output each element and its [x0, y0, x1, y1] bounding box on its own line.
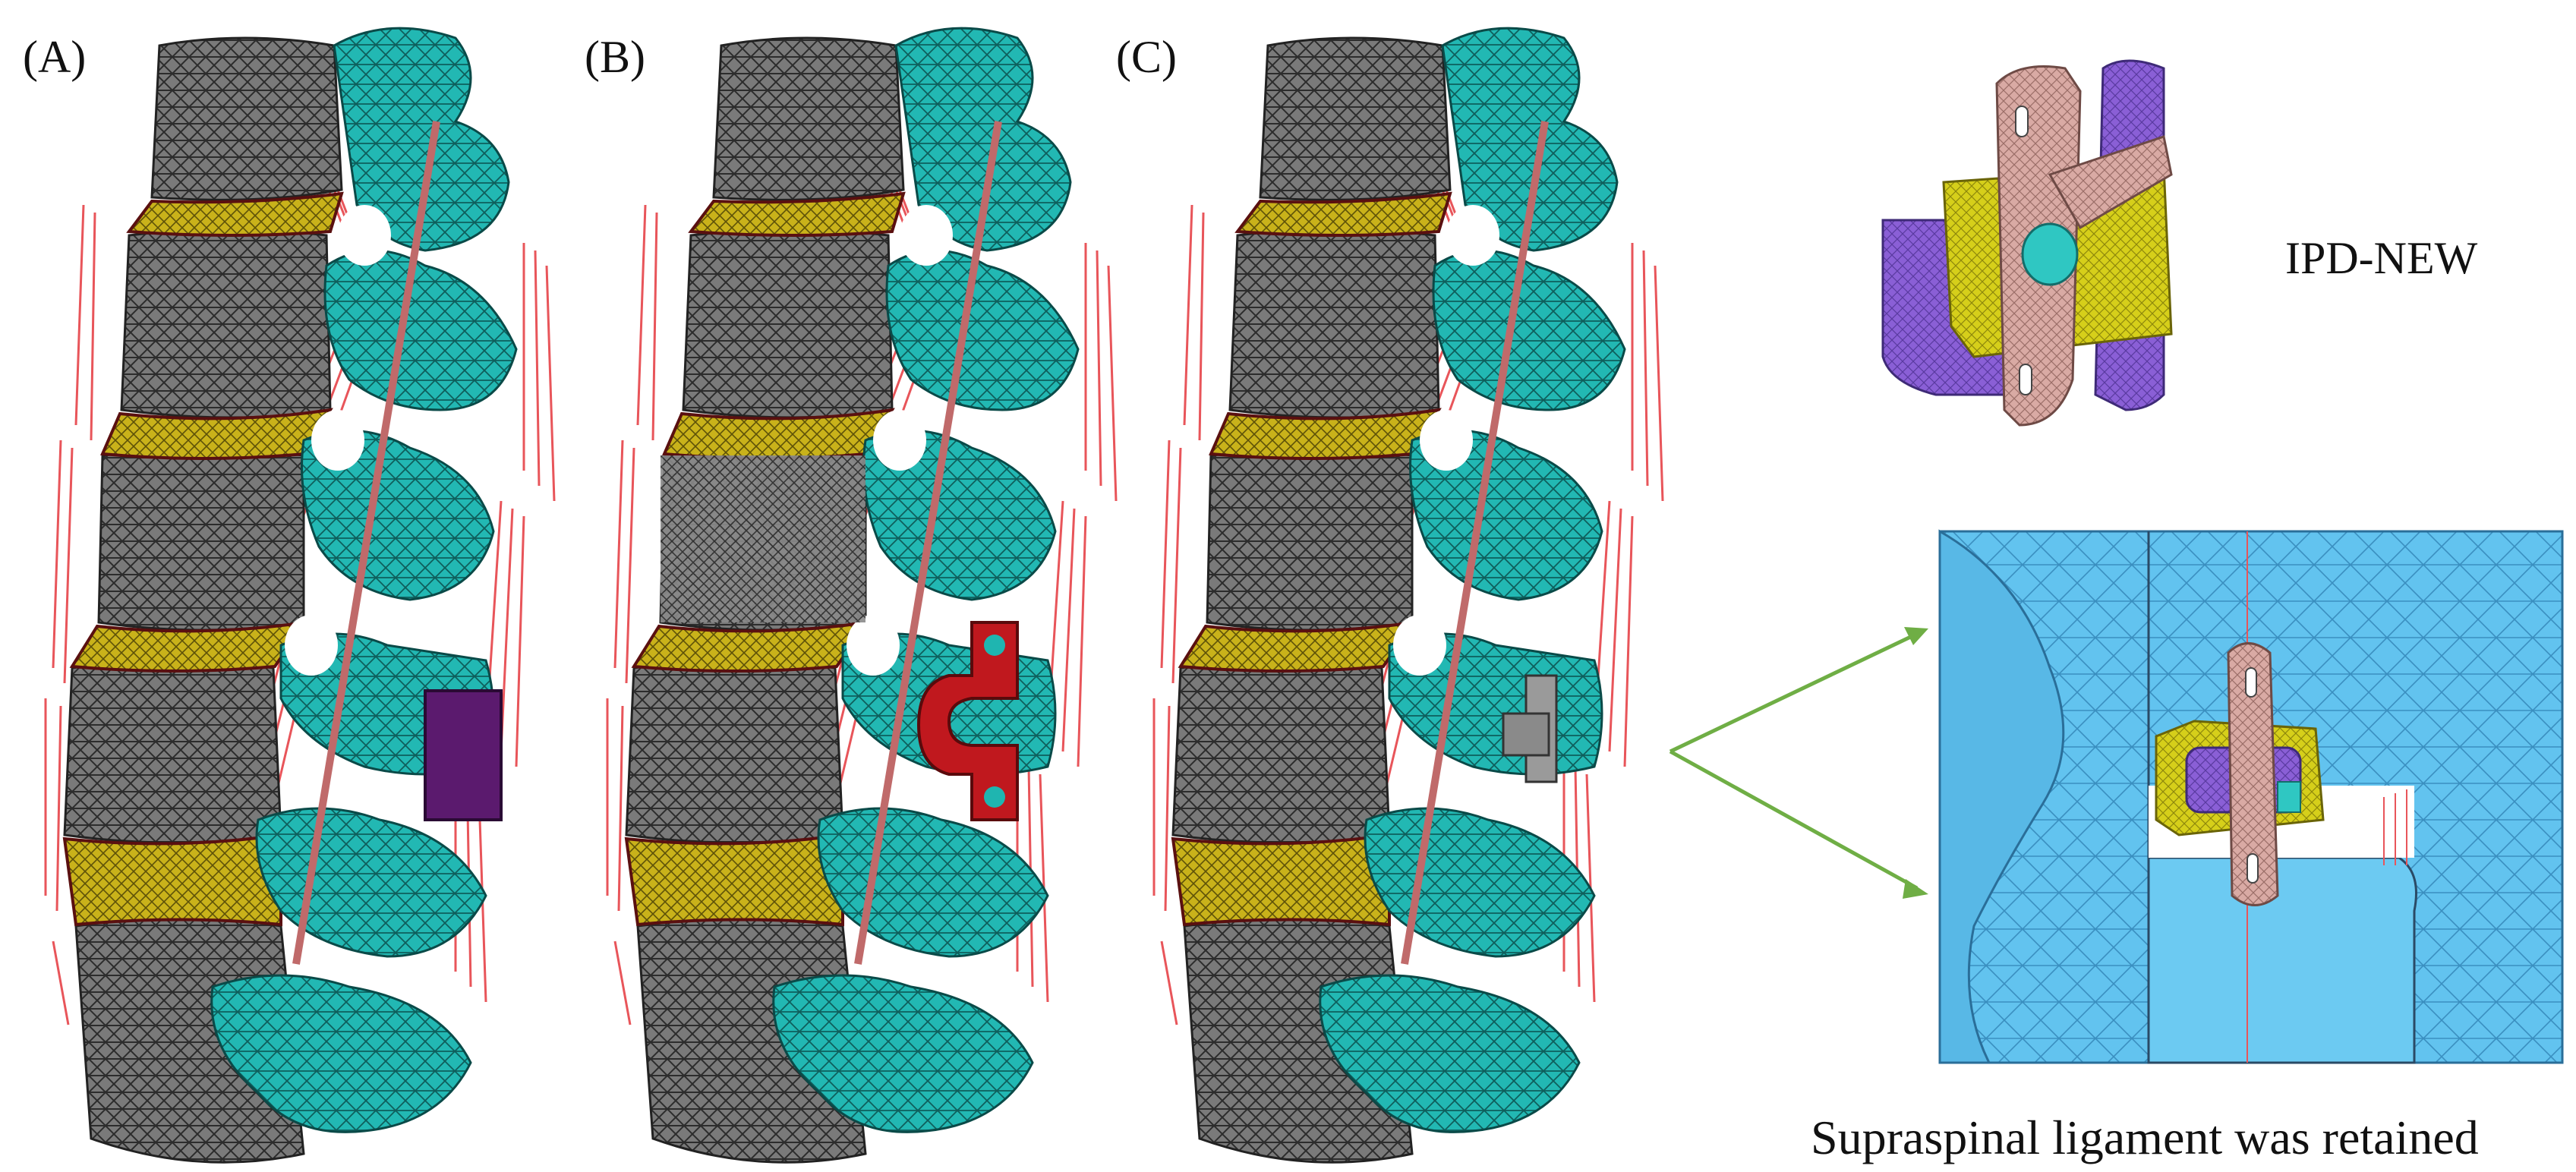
device-name-label: IPD-NEW [2285, 233, 2478, 283]
ipd-new-device [1881, 59, 2173, 427]
spine-model-c [1154, 28, 1663, 1162]
implant-ipd-c [1502, 674, 1558, 783]
zoom-inset [1938, 529, 2564, 1064]
implant-spacer-a [424, 689, 503, 821]
panel-label-a: (A) [23, 32, 86, 82]
panel-label-b: (B) [585, 32, 645, 82]
zoom-arrows [1669, 627, 1928, 899]
spine-model-b [607, 28, 1116, 1162]
implant-u-shape-b [916, 621, 1019, 821]
caption: Supraspinal ligament was retained [1811, 1111, 2479, 1164]
spine-model-a [46, 28, 554, 1162]
panel-label-c: (C) [1116, 32, 1177, 82]
